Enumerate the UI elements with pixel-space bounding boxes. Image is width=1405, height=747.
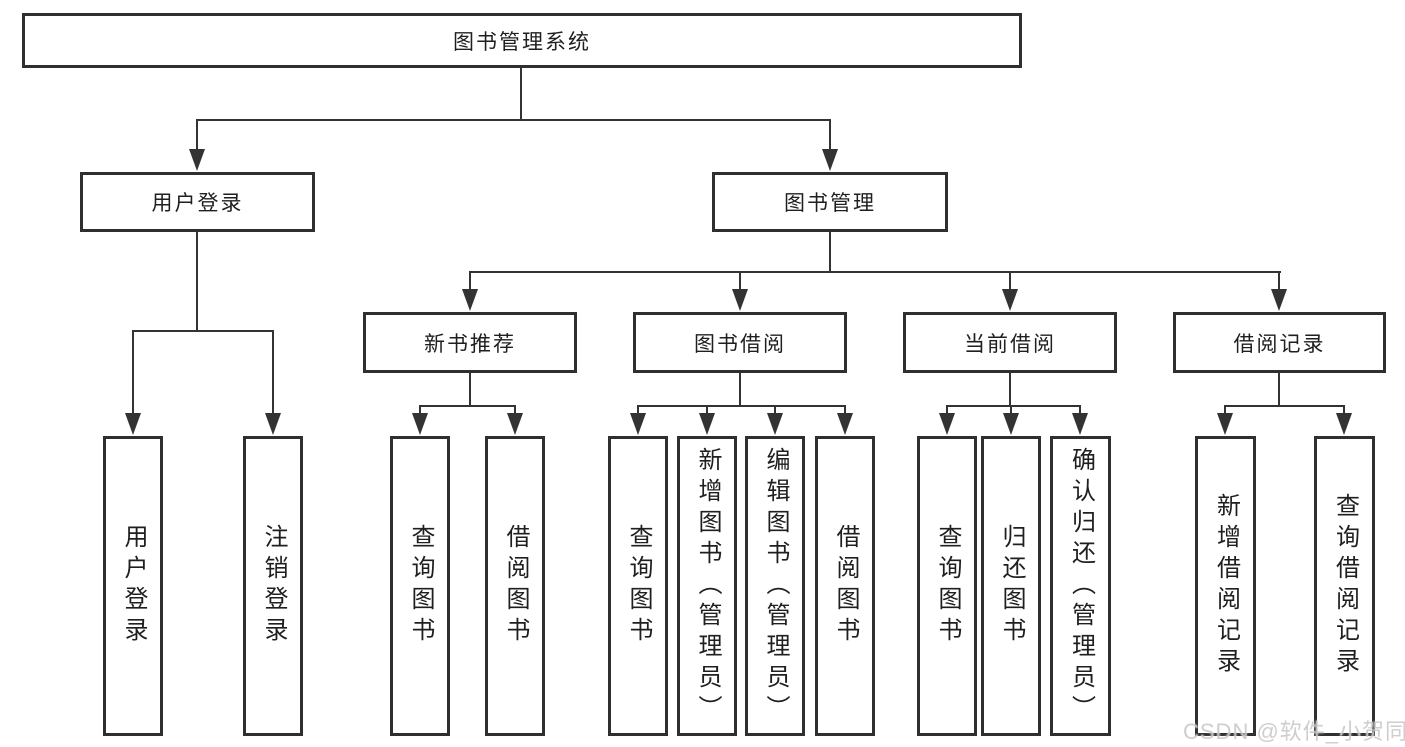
node-user-login-label: 用户登录 <box>151 192 244 215</box>
csdn-watermark: CSDN @软件_小贺同学 <box>1183 719 1405 744</box>
connector-drop <box>844 405 846 417</box>
leaf-query-books-borrowing: 查询图书 <box>608 436 668 736</box>
leaf-add-borrow-record-label: 新增借阅记录 <box>1212 493 1240 679</box>
connector-book-borrowing-stem <box>739 373 741 406</box>
connector-drop <box>1343 405 1345 417</box>
connector-drop-current-borrowing <box>1009 271 1011 293</box>
connector-level2-rail <box>196 119 831 121</box>
arrow-down-icon <box>1336 413 1352 435</box>
node-new-book-recommendation: 新书推荐 <box>363 312 577 373</box>
connector-drop <box>1224 405 1226 417</box>
leaf-query-books-label: 查询图书 <box>934 524 961 648</box>
connector-drop <box>946 405 948 417</box>
leaf-query-borrow-record-label: 查询借阅记录 <box>1331 493 1359 679</box>
connector-book-management-stem <box>829 232 831 272</box>
node-book-borrowing: 图书借阅 <box>633 312 847 373</box>
leaf-return-books-label: 归还图书 <box>998 524 1025 648</box>
arrow-down-icon <box>1217 413 1233 435</box>
connector-drop-leaf-user-login <box>132 330 134 415</box>
arrow-down-icon <box>699 413 715 435</box>
connector-borrowing-records-rail <box>1224 405 1345 407</box>
arrow-down-icon <box>1271 289 1287 311</box>
node-user-login: 用户登录 <box>80 172 315 232</box>
connector-drop <box>514 405 516 417</box>
connector-new-book-recommendation-stem <box>469 373 471 406</box>
leaf-query-borrow-record: 查询借阅记录 <box>1314 436 1375 736</box>
leaf-confirm-return-admin-label: 确认归还（管理员） <box>1067 446 1095 726</box>
connector-drop <box>1079 405 1081 417</box>
leaf-user-login: 用户登录 <box>103 436 163 736</box>
connector-drop <box>419 405 421 417</box>
connector-level3-rail <box>469 271 1281 273</box>
node-current-borrowing-label: 当前借阅 <box>964 332 1056 356</box>
arrow-down-icon <box>767 413 783 435</box>
arrow-down-icon <box>1072 413 1088 435</box>
arrow-down-icon <box>1003 413 1019 435</box>
leaf-return-books: 归还图书 <box>981 436 1041 736</box>
node-book-management: 图书管理 <box>712 172 948 232</box>
connector-user-login-rail <box>132 330 274 332</box>
arrow-down-icon <box>265 413 281 435</box>
arrow-down-icon <box>939 413 955 435</box>
leaf-logout: 注销登录 <box>243 436 303 736</box>
node-book-borrowing-label: 图书借阅 <box>694 332 786 356</box>
connector-drop-book-management <box>829 119 831 152</box>
connector-drop-user-login <box>196 119 198 152</box>
leaf-query-books-label: 查询图书 <box>407 524 434 648</box>
connector-drop <box>706 405 708 417</box>
node-new-book-recommendation-label: 新书推荐 <box>424 332 516 356</box>
connector-drop <box>774 405 776 417</box>
leaf-borrow-books: 借阅图书 <box>815 436 875 736</box>
node-borrowing-records: 借阅记录 <box>1173 312 1386 373</box>
node-current-borrowing: 当前借阅 <box>903 312 1117 373</box>
node-book-management-label: 图书管理 <box>784 192 876 215</box>
arrow-down-icon <box>1002 289 1018 311</box>
connector-user-login-stem <box>196 232 198 332</box>
arrow-down-icon <box>462 289 478 311</box>
leaf-borrow-books-recommendation: 借阅图书 <box>485 436 545 736</box>
connector-new-book-recommendation-rail <box>419 405 516 407</box>
leaf-query-books-recommendation: 查询图书 <box>390 436 450 736</box>
arrow-down-icon <box>507 413 523 435</box>
leaf-logout-label: 注销登录 <box>260 524 287 648</box>
connector-current-borrowing-rail <box>946 405 1081 407</box>
node-library-management-system-label: 图书管理系统 <box>453 30 591 54</box>
connector-drop-borrowing-records <box>1278 271 1280 293</box>
connector-drop <box>637 405 639 417</box>
leaf-edit-books-admin: 编辑图书（管理员） <box>745 436 805 736</box>
arrow-down-icon <box>125 413 141 435</box>
connector-current-borrowing-stem <box>1009 373 1011 406</box>
leaf-confirm-return-admin: 确认归还（管理员） <box>1050 436 1111 736</box>
node-borrowing-records-label: 借阅记录 <box>1233 332 1326 356</box>
node-library-management-system: 图书管理系统 <box>22 13 1022 68</box>
leaf-edit-books-admin-label: 编辑图书（管理员） <box>762 446 789 726</box>
leaf-query-books-label: 查询图书 <box>625 524 652 648</box>
connector-drop-leaf-logout <box>272 330 274 415</box>
connector-drop-new-book-recommendation <box>469 271 471 293</box>
connector-drop <box>1010 405 1012 417</box>
leaf-user-login-label: 用户登录 <box>120 524 147 648</box>
connector-borrowing-records-stem <box>1278 373 1280 406</box>
connector-drop-book-borrowing <box>739 271 741 293</box>
arrow-down-icon <box>189 149 205 171</box>
leaf-add-books-admin: 新增图书（管理员） <box>677 436 737 736</box>
arrow-down-icon <box>732 289 748 311</box>
connector-book-borrowing-rail <box>637 405 846 407</box>
leaf-borrow-books-label: 借阅图书 <box>832 524 859 648</box>
arrow-down-icon <box>412 413 428 435</box>
leaf-add-borrow-record: 新增借阅记录 <box>1195 436 1256 736</box>
arrow-down-icon <box>630 413 646 435</box>
leaf-query-books-current: 查询图书 <box>917 436 977 736</box>
arrow-down-icon <box>837 413 853 435</box>
connector-root-stem <box>520 68 522 120</box>
leaf-borrow-books-label: 借阅图书 <box>502 524 529 648</box>
leaf-add-books-admin-label: 新增图书（管理员） <box>694 446 721 726</box>
arrow-down-icon <box>822 149 838 171</box>
